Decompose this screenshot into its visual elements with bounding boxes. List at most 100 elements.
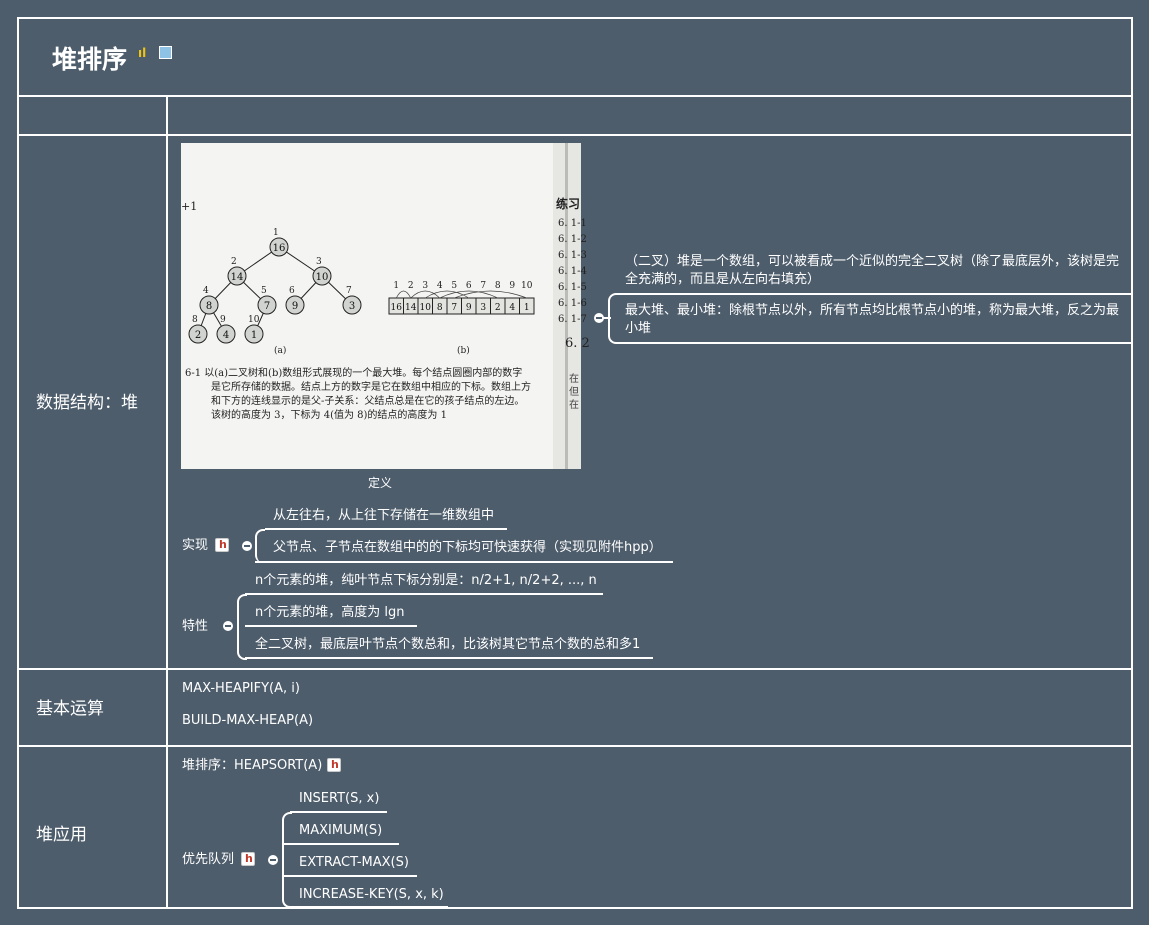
row-label-data-structure: 数据结构：堆 [36, 393, 138, 413]
row-divider [17, 745, 1133, 747]
definition-node[interactable]: （二叉）堆是一个数组，可以被看成一个近似的完全二叉树（除了最底层外，该树是完全充… [625, 254, 1120, 287]
array-cell-index: 1 [393, 281, 399, 291]
tree-node [244, 324, 264, 344]
image-caption: 定义 [368, 476, 393, 490]
tree-node-value: 16 [273, 243, 286, 254]
array-cell-index: 2 [408, 281, 414, 291]
pq-child[interactable]: INCREASE-KEY(S, x, k) [299, 887, 444, 902]
props-child[interactable]: 全二叉树，最底层叶节点个数总和，比该树其它节点个数的总和多1 [255, 637, 641, 652]
array-cell-index: 10 [521, 281, 533, 291]
props-topic[interactable]: 特性 [182, 619, 209, 634]
array-arc [425, 290, 469, 299]
array-arc [439, 290, 498, 299]
tree-node-index: 10 [248, 315, 260, 325]
array-cell-value: 16 [391, 303, 403, 313]
text-note-icon [159, 46, 172, 59]
tree-node-value: 2 [195, 330, 201, 341]
collapse-toggle[interactable] [223, 621, 233, 631]
tree-node-index: 8 [192, 315, 198, 325]
attachment-icon[interactable] [327, 758, 341, 772]
matrix-frame [17, 17, 1133, 909]
attachment-icon[interactable] [215, 538, 229, 552]
array-arc [410, 290, 440, 299]
attachment-icon[interactable] [241, 852, 255, 866]
pq-topic[interactable]: 优先队列 [182, 852, 235, 867]
tree-node [227, 266, 247, 286]
tree-node-value: 7 [264, 301, 270, 312]
array-cell-index: 7 [480, 281, 486, 291]
heapsort-topic[interactable]: 堆排序：HEAPSORT(A) [182, 758, 323, 773]
tree-node-index: 6 [289, 286, 295, 296]
tree-node-index: 4 [203, 286, 209, 296]
array-cell-index: 8 [495, 281, 501, 291]
tree-node-index: 5 [261, 286, 267, 296]
figure-caption-line: 和下方的连线显示的是父-子关系：父结点总是在它的孩子结点的左边。 [211, 396, 525, 407]
array-cell-value: 9 [466, 303, 472, 313]
book-exercise-item: 6. 1-3 [558, 250, 587, 261]
array-cell-index: 9 [509, 281, 515, 291]
book-exercise-item: 6. 1-7 [558, 314, 587, 325]
book-section-number: 6. 2 [565, 336, 590, 351]
definition-node-box [608, 293, 1133, 344]
tree-node-index: 3 [316, 257, 322, 267]
array-cell-value: 14 [405, 303, 417, 313]
pq-child[interactable]: INSERT(S, x) [299, 791, 380, 806]
tree-node-value: 8 [206, 301, 212, 312]
definition-node[interactable]: 最大堆、最小堆：除根节点以外，所有节点均比根节点小的堆，称为最大堆，反之为最小堆 [625, 303, 1120, 336]
column-divider [166, 95, 168, 909]
collapse-toggle[interactable] [242, 541, 252, 551]
book-exercise-item: 6. 1-5 [558, 282, 587, 293]
tree-node-index: 1 [273, 228, 279, 238]
collapse-toggle[interactable] [594, 313, 604, 323]
array-cell-index: 6 [466, 281, 472, 291]
tree-node-index: 7 [346, 286, 352, 296]
array-cell-index: 5 [451, 281, 457, 291]
connector [603, 317, 611, 319]
array-cell-index: 3 [422, 281, 428, 291]
pq-child[interactable]: MAXIMUM(S) [299, 823, 383, 838]
book-exercise-item: 6. 1-1 [558, 218, 587, 229]
underline [255, 561, 673, 563]
impl-child[interactable]: 从左往右，从上往下存储在一维数组中 [273, 508, 495, 523]
array-cell-value: 4 [509, 303, 515, 313]
tree-node-index: 9 [220, 315, 226, 325]
underline [245, 657, 653, 659]
figure-caption-line: 是它所存储的数据。结点上方的数字是它在数组中相应的下标。数组上方 [211, 382, 531, 393]
tree-node [188, 324, 208, 344]
props-bracket [237, 594, 247, 660]
underline [290, 906, 448, 908]
book-side-mark: +1 [181, 200, 198, 213]
array-cell-index: 4 [437, 281, 443, 291]
tree-node-value: 14 [231, 272, 244, 283]
tree-node [269, 237, 289, 257]
priority-icon: ıl [138, 46, 147, 60]
impl-bracket [255, 529, 265, 563]
pq-bracket [282, 812, 292, 908]
pq-child[interactable]: EXTRACT-MAX(S) [299, 855, 409, 870]
row-label-heap-apps: 堆应用 [36, 825, 87, 845]
figure-label-a: (a) [274, 346, 287, 356]
book-exercise-item: 6. 1-4 [558, 266, 587, 277]
row-divider [17, 668, 1133, 670]
underline [245, 625, 417, 627]
figure-caption-line: 6-1 以(a)二叉树和(b)数组形式展现的一个最大堆。每个结点圆圈内部的数字 [185, 368, 523, 379]
array-cell-value: 8 [437, 303, 443, 313]
array-cell-value: 1 [524, 303, 530, 313]
array-cell-value: 2 [495, 303, 501, 313]
impl-child[interactable]: 父节点、子节点在数组中的的下标均可快速获得（实现见附件hpp） [273, 540, 662, 555]
book-exercise-item: 6. 1-2 [558, 234, 587, 245]
row-label-basic-ops: 基本运算 [36, 699, 104, 719]
book-exercise-item: 6. 1-6 [558, 298, 587, 309]
props-child[interactable]: n个元素的堆，纯叶节点下标分别是：n/2+1, n/2+2, ..., n [255, 573, 597, 588]
op-item[interactable]: MAX-HEAPIFY(A, i) [182, 681, 300, 696]
row-divider [17, 134, 1133, 136]
tree-node-value: 3 [349, 301, 355, 312]
book-tail-text: 在 [569, 374, 579, 385]
tree-node [257, 295, 277, 315]
collapse-toggle[interactable] [268, 855, 278, 865]
impl-topic[interactable]: 实现 [182, 538, 209, 553]
props-child[interactable]: n个元素的堆，高度为 lgn [255, 605, 405, 620]
op-item[interactable]: BUILD-MAX-HEAP(A) [182, 713, 314, 728]
